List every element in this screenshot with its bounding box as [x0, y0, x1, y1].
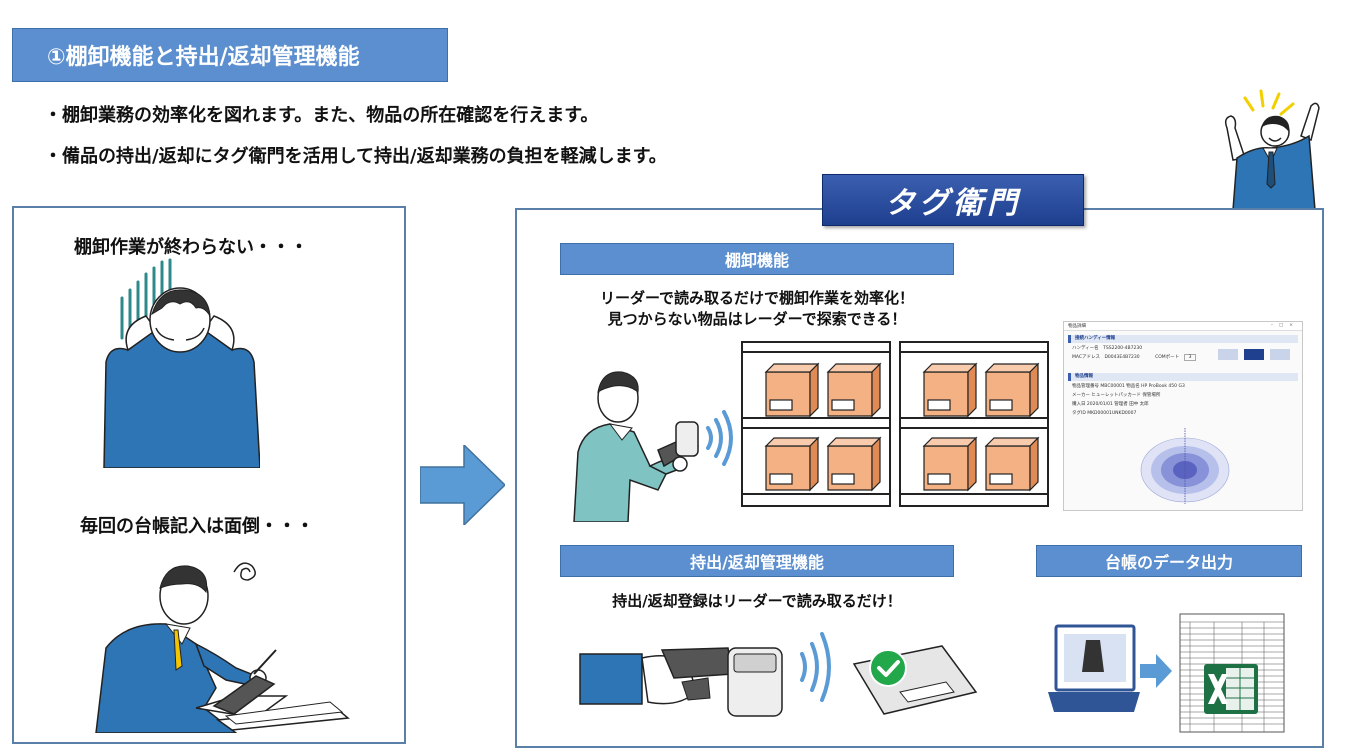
celebrating-person-icon: [1224, 89, 1320, 210]
bullet-checkout-burden: ・備品の持出/返却にタグ衛門を活用して持出/返却業務の負担を軽減します。: [44, 146, 667, 167]
connect-button[interactable]: [1218, 349, 1238, 360]
window-title: 物品詳細: [1064, 322, 1302, 331]
inventory-desc-line1: リーダーで読み取るだけで棚卸作業を効率化！: [599, 289, 915, 307]
com-label: COMポート: [1155, 355, 1180, 360]
rfid-tag-checked-icon: [852, 645, 978, 715]
worker-reader-icon: [573, 371, 733, 522]
item-info-row: 購入日 2020/01/01 管理者 田中 太郎: [1072, 402, 1149, 407]
bullet-inventory-efficiency: ・棚卸業務の効率化を図れます。また、物品の所在確認を行えます。: [44, 105, 599, 126]
com-select[interactable]: 3: [1183, 354, 1197, 361]
item-info-row: メーカー ヒューレットパッカード 保管場所: [1072, 393, 1161, 398]
item-info-row: 物品管理番号 MBC00001 物品名 HP ProBook 450 G3: [1072, 384, 1185, 389]
disconnect-button[interactable]: [1244, 349, 1264, 360]
export-function-label: 台帳のデータ出力: [1036, 545, 1302, 577]
laptop-icon: [1048, 624, 1140, 712]
section-title: ①棚卸機能と持出/返却管理機能: [12, 28, 448, 82]
inventory-desc-line2: 見つからない物品はレーダーで探索できる！: [607, 310, 907, 328]
spreadsheet-excel-icon: [1179, 613, 1285, 733]
signal-waves-icon: [800, 632, 831, 702]
handy-name-label: ハンディー名: [1072, 346, 1099, 351]
checkout-desc: 持出/返却登録はリーダーで読み取るだけ！: [612, 592, 902, 610]
settings-button[interactable]: [1270, 349, 1290, 360]
headache-person-icon: [103, 258, 260, 468]
handheld-reader-icon: [579, 647, 783, 717]
arrow-right-icon: [1140, 654, 1172, 688]
window-controls-icon[interactable]: –□×: [1270, 323, 1299, 328]
radar-icon: [1140, 428, 1230, 504]
inventory-shelf-icon: [741, 341, 1049, 507]
problem-inventory-text: 棚卸作業が終わらない・・・: [74, 237, 308, 258]
handy-info-section: 接続ハンディー情報: [1068, 335, 1298, 343]
arrow-right-icon: [420, 445, 505, 525]
product-logo: タグ衛門: [822, 174, 1084, 226]
item-info-section: 物品情報: [1068, 373, 1298, 381]
writing-person-icon: [95, 562, 350, 733]
checkout-function-label: 持出/返却管理機能: [560, 545, 954, 577]
problem-ledger-text: 毎回の台帳記入は面倒・・・: [80, 516, 314, 537]
handy-name-row: ハンディー名 TSS2200-4B7230: [1072, 346, 1294, 352]
item-detail-window: 物品詳細 –□× 接続ハンディー情報 ハンディー名 TSS2200-4B7230…: [1063, 321, 1303, 511]
mac-label: MACアドレス: [1072, 355, 1101, 360]
mac-row: MACアドレス D0043E4B7230 COMポート 3: [1072, 354, 1294, 361]
inventory-function-label: 棚卸機能: [560, 243, 954, 275]
mac-value: D0043E4B7230: [1104, 355, 1140, 360]
item-info-row: タグID MKD00001UNKD0007: [1072, 411, 1137, 416]
handy-name-value: TSS2200-4B7230: [1103, 346, 1143, 351]
